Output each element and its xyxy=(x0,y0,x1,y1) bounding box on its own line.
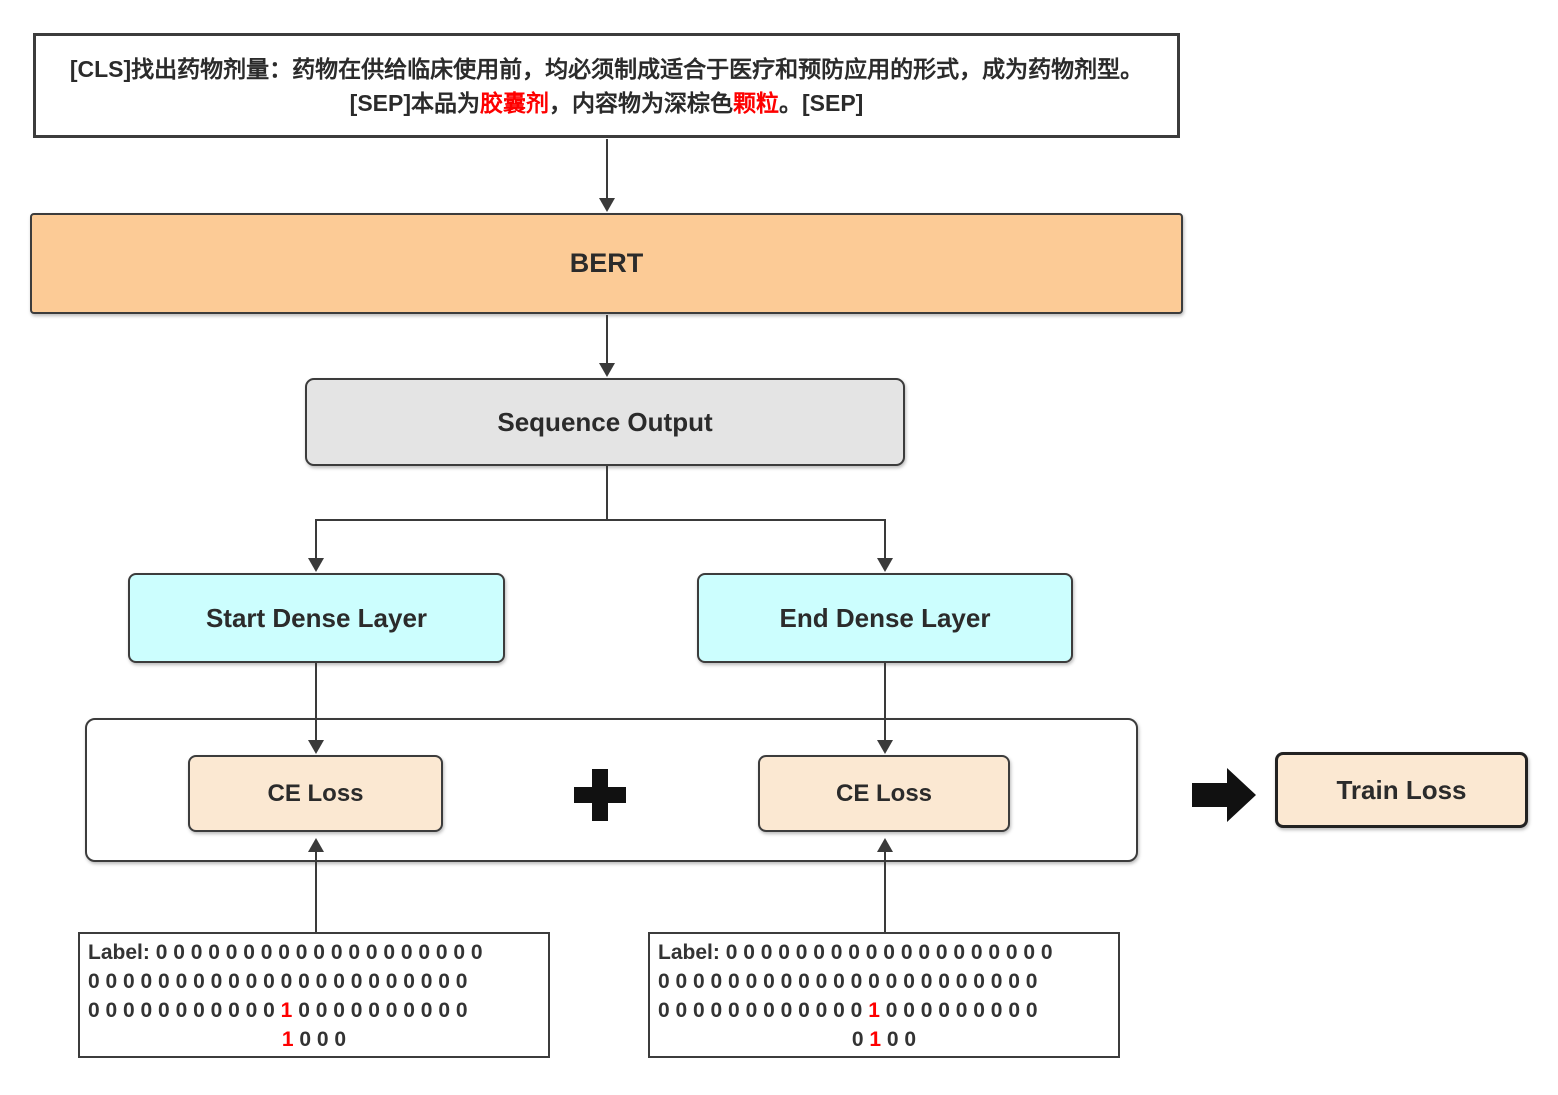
end-position-label-box: Label: 0 0 0 0 0 0 0 0 0 0 0 0 0 0 0 0 0… xyxy=(648,932,1120,1058)
arrow-input-to-bert-head xyxy=(599,198,615,212)
end-dense-layer-label: End Dense Layer xyxy=(779,602,991,633)
start-label-zeros-1: 0 0 0 0 0 0 0 0 0 0 0 0 0 0 0 0 0 0 0 xyxy=(155,941,483,964)
end-label-one-2: 1 xyxy=(869,1028,882,1051)
start-label-zeros-3b: 0 0 0 0 0 0 0 0 0 0 xyxy=(298,999,468,1022)
start-label-zeros-3a: 0 0 0 0 0 0 0 0 0 0 0 xyxy=(88,999,275,1022)
end-label-line4: 0 1 0 0 xyxy=(658,1025,1110,1054)
end-label-line2: 0 0 0 0 0 0 0 0 0 0 0 0 0 0 0 0 0 0 0 0 … xyxy=(658,967,1110,996)
end-label-prefix: Label: xyxy=(658,941,720,964)
start-label-one-2: 1 xyxy=(281,1028,294,1051)
input-text-line2-seg1: [SEP]本品为 xyxy=(349,89,480,116)
bert-box: BERT xyxy=(30,213,1183,314)
end-label-zeros-1: 0 0 0 0 0 0 0 0 0 0 0 0 0 0 0 0 0 0 0 xyxy=(725,941,1053,964)
train-loss-label: Train Loss xyxy=(1336,774,1467,805)
end-label-zeros-3a: 0 0 0 0 0 0 0 0 0 0 0 0 xyxy=(658,999,863,1022)
end-label-zeros-3b: 0 0 0 0 0 0 0 0 0 xyxy=(885,999,1038,1022)
ce-loss-end-label: CE Loss xyxy=(835,779,933,807)
start-label-prefix: Label: xyxy=(88,941,150,964)
input-text-line2-seg5: 。[SEP] xyxy=(779,89,864,116)
end-label-one-1: 1 xyxy=(868,999,880,1022)
train-loss-box: Train Loss xyxy=(1275,752,1528,828)
start-label-one-1: 1 xyxy=(280,999,293,1022)
start-label-line4: 1 0 0 0 xyxy=(88,1025,540,1054)
plus-icon xyxy=(574,769,626,821)
input-text-line2: [SEP]本品为胶囊剂，内容物为深棕色颗粒。[SEP] xyxy=(350,86,864,120)
ce-loss-start-box: CE Loss xyxy=(188,755,443,832)
input-text-box: [CLS]找出药物剂量：药物在供给临床使用前，均必须制成适合于医疗和预防应用的形… xyxy=(33,33,1180,138)
end-label-line3: 0 0 0 0 0 0 0 0 0 0 0 0 1 0 0 0 0 0 0 0 … xyxy=(658,996,1110,1025)
start-label-line2: 0 0 0 0 0 0 0 0 0 0 0 0 0 0 0 0 0 0 0 0 … xyxy=(88,967,540,996)
start-position-label-box: Label: 0 0 0 0 0 0 0 0 0 0 0 0 0 0 0 0 0… xyxy=(78,932,550,1058)
start-label-zeros-4b: 0 0 0 xyxy=(299,1028,347,1051)
input-text-line2-seg3: ，内容物为深棕色 xyxy=(549,89,733,116)
start-label-zeros-2: 0 0 0 0 0 0 0 0 0 0 0 0 0 0 0 0 0 0 0 0 … xyxy=(88,970,468,993)
arrow-to-end-dense-head xyxy=(877,558,893,572)
end-dense-layer-box: End Dense Layer xyxy=(697,573,1073,663)
sequence-output-label: Sequence Output xyxy=(497,406,713,437)
end-label-zeros-4b: 0 0 xyxy=(886,1028,917,1051)
ce-loss-end-box: CE Loss xyxy=(758,755,1010,832)
answer-span-granule: 颗粒 xyxy=(733,89,779,116)
start-dense-layer-box: Start Dense Layer xyxy=(128,573,505,663)
start-label-line3: 0 0 0 0 0 0 0 0 0 0 0 1 0 0 0 0 0 0 0 0 … xyxy=(88,996,540,1025)
arrow-to-start-dense-head xyxy=(308,558,324,572)
answer-span-capsule: 胶囊剂 xyxy=(480,89,549,116)
end-label-zeros-2: 0 0 0 0 0 0 0 0 0 0 0 0 0 0 0 0 0 0 0 0 … xyxy=(658,970,1038,993)
end-label-line1: Label: 0 0 0 0 0 0 0 0 0 0 0 0 0 0 0 0 0… xyxy=(658,938,1110,967)
input-text-line1: [CLS]找出药物剂量：药物在供给临床使用前，均必须制成适合于医疗和预防应用的形… xyxy=(69,55,1144,82)
arrow-bert-to-sequence-head xyxy=(599,363,615,377)
start-label-line1: Label: 0 0 0 0 0 0 0 0 0 0 0 0 0 0 0 0 0… xyxy=(88,938,540,967)
bert-label: BERT xyxy=(569,248,644,278)
sequence-output-box: Sequence Output xyxy=(305,378,905,466)
end-label-zeros-4a: 0 xyxy=(851,1028,864,1051)
start-dense-layer-label: Start Dense Layer xyxy=(205,602,428,633)
ce-loss-start-label: CE Loss xyxy=(267,779,364,807)
big-right-arrow-icon xyxy=(1192,768,1256,822)
